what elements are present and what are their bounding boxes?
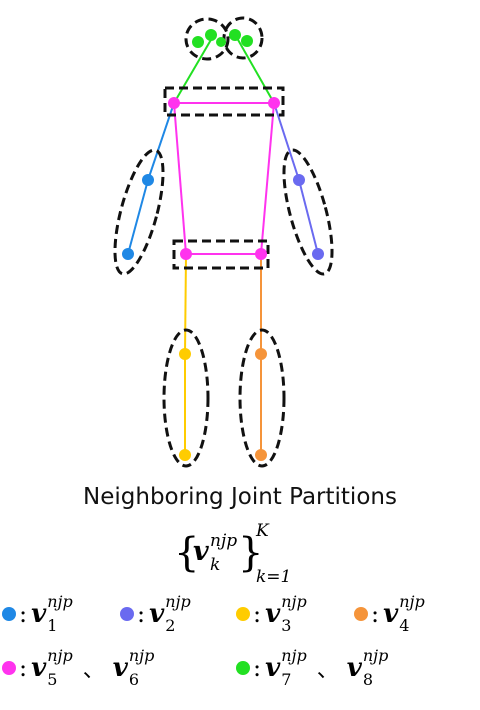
partition-left-leg bbox=[162, 328, 210, 468]
bone-left-forearm bbox=[127, 179, 149, 255]
legend-colon: : bbox=[253, 654, 262, 682]
legend-dot-6 bbox=[236, 661, 250, 675]
legend-superscript: njp bbox=[281, 646, 307, 665]
legend-symbol: v bbox=[346, 653, 362, 683]
joint-left-shoulder bbox=[168, 97, 180, 109]
legend-superscript: njp bbox=[47, 646, 73, 665]
legend-scripts: njp 2 bbox=[165, 594, 191, 634]
legend-symbol: v bbox=[112, 653, 128, 683]
partition-outlines bbox=[113, 16, 334, 468]
partition-right-leg bbox=[238, 328, 286, 468]
partition-set-formula: { v njp k } K k=1 bbox=[174, 522, 291, 586]
legend-dot-4 bbox=[354, 607, 368, 621]
legend-scripts: njp 1 bbox=[47, 594, 73, 634]
joint-right-elbow bbox=[293, 174, 305, 186]
legend-symbol: v bbox=[149, 599, 165, 629]
legend-superscript: njp bbox=[281, 592, 307, 611]
legend-subscript: 1 bbox=[47, 616, 58, 635]
legend-superscript: njp bbox=[362, 646, 389, 665]
legend-item-1: : v njp 1 bbox=[2, 594, 73, 634]
legend-dot-1 bbox=[2, 607, 16, 621]
joint-right-hip bbox=[255, 248, 267, 260]
legend-dot-3 bbox=[236, 607, 250, 621]
bone-right-upper-arm bbox=[273, 102, 300, 181]
legend-symbol: v bbox=[31, 599, 47, 629]
legend-superscript: njp bbox=[399, 592, 425, 611]
legend-subscript: 8 bbox=[362, 670, 374, 689]
legend-colon: : bbox=[19, 600, 28, 628]
legend-item-6: : v njp 7 、 v njp 8 bbox=[236, 648, 388, 688]
legend-superscript: njp bbox=[47, 592, 73, 611]
joint-head-2 bbox=[205, 29, 217, 41]
legend-symbol: v bbox=[383, 599, 399, 629]
legend-item-3: : v njp 3 bbox=[236, 594, 307, 634]
legend-scripts: njp 7 bbox=[281, 648, 307, 688]
diagram-title: Neighboring Joint Partitions bbox=[83, 484, 397, 510]
legend-scripts: njp 4 bbox=[399, 594, 425, 634]
joint-head-4 bbox=[229, 29, 241, 41]
skeleton-diagram bbox=[113, 16, 334, 468]
partition-hips bbox=[172, 239, 270, 270]
bone-left-thigh bbox=[184, 253, 187, 355]
joint-left-elbow bbox=[142, 174, 154, 186]
skeleton-joints bbox=[122, 29, 324, 461]
joint-head-1 bbox=[192, 36, 204, 48]
bone-neck-left bbox=[173, 37, 213, 104]
legend-superscript: njp bbox=[165, 592, 191, 611]
formula-subscript: k bbox=[210, 555, 220, 575]
legend-subscript: 3 bbox=[281, 616, 292, 635]
legend-symbol: v bbox=[265, 653, 281, 683]
legend-scripts: njp 6 bbox=[129, 648, 155, 688]
joint-right-wrist bbox=[312, 248, 324, 260]
joint-left-wrist bbox=[122, 248, 134, 260]
legend-colon: : bbox=[371, 600, 380, 628]
joint-left-hip bbox=[180, 248, 192, 260]
legend-item-5: : v njp 5 、 v njp 6 bbox=[2, 648, 154, 688]
formula-symbol: v bbox=[193, 536, 209, 567]
partition-head-left bbox=[184, 17, 230, 61]
formula-upper-limit: K bbox=[255, 522, 270, 541]
legend-subscript: 4 bbox=[399, 616, 410, 635]
legend-item-4: : v njp 4 bbox=[354, 594, 425, 634]
joint-left-knee bbox=[179, 348, 191, 360]
legend-dot-2 bbox=[120, 607, 134, 621]
legend-row-1: : v njp 1 : v njp 2 : v njp 3 : v njp 4 bbox=[0, 594, 480, 634]
joint-left-ankle bbox=[179, 449, 191, 461]
legend-scripts: njp 3 bbox=[281, 594, 307, 634]
joint-head-5 bbox=[241, 35, 253, 47]
partition-right-arm bbox=[282, 148, 334, 276]
bone-right-forearm bbox=[298, 179, 319, 255]
legend-symbol: v bbox=[31, 653, 47, 683]
bone-neck-right bbox=[236, 37, 275, 104]
legend-superscript: njp bbox=[128, 646, 155, 665]
bone-torso-right bbox=[260, 102, 275, 255]
joint-right-ankle bbox=[255, 449, 267, 461]
formula-lower-limit: k=1 bbox=[256, 567, 291, 586]
legend-separator: 、 bbox=[316, 658, 339, 683]
formula-superscript: njp bbox=[210, 531, 237, 551]
legend-colon: : bbox=[253, 600, 262, 628]
skeleton-bones bbox=[127, 37, 319, 455]
legend-row-2: : v njp 5 、 v njp 6 : v njp 7 、 v njp 8 bbox=[0, 648, 480, 688]
legend-subscript: 2 bbox=[165, 616, 176, 635]
legend-subscript: 5 bbox=[47, 670, 58, 689]
formula-left-brace: { bbox=[174, 530, 199, 576]
legend-scripts: njp 8 bbox=[363, 648, 389, 688]
formula-right-brace: } bbox=[238, 530, 263, 576]
bone-torso-left bbox=[173, 102, 187, 255]
partition-shoulders bbox=[163, 86, 285, 117]
legend-dot-5 bbox=[2, 661, 16, 675]
legend-symbol: v bbox=[265, 599, 281, 629]
legend-colon: : bbox=[137, 600, 146, 628]
joint-head-3 bbox=[216, 37, 226, 47]
legend-separator: 、 bbox=[82, 658, 105, 683]
legend-subscript: 7 bbox=[281, 670, 292, 689]
joint-right-shoulder bbox=[268, 97, 280, 109]
partition-left-arm bbox=[113, 148, 165, 276]
legend-subscript: 6 bbox=[128, 670, 140, 689]
legend-item-2: : v njp 2 bbox=[120, 594, 191, 634]
legend-colon: : bbox=[19, 654, 28, 682]
legend-scripts: njp 5 bbox=[47, 648, 73, 688]
joint-right-knee bbox=[255, 348, 267, 360]
